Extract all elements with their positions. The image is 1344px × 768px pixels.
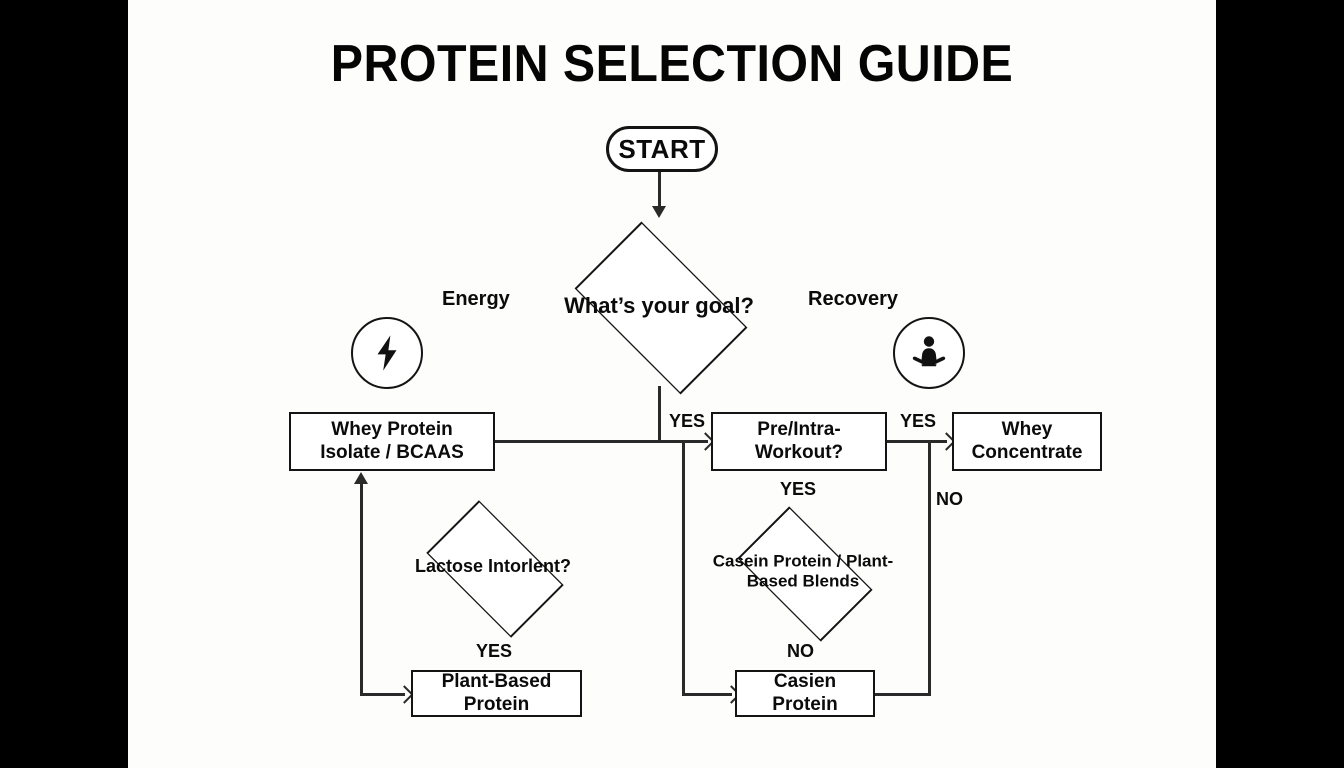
letterbox-left — [0, 0, 128, 768]
node-casien-protein[interactable]: Casien Protein — [735, 670, 875, 717]
node-lactose-intolerant[interactable]: Lactose Intorlent? — [390, 500, 596, 638]
node-pre-intra-workout-label: Pre/Intra-Workout? — [754, 419, 844, 463]
node-goal-shape — [574, 221, 748, 395]
connector-spine-left — [493, 440, 661, 443]
arrowhead-start-to-goal — [652, 206, 666, 218]
node-start-label: START — [618, 133, 706, 164]
connector-pre-to-concentrate — [887, 440, 947, 443]
connector-to-casien — [682, 693, 732, 696]
connector-goal-bottom — [658, 386, 661, 441]
letterbox-right — [1216, 0, 1344, 768]
node-start[interactable]: START — [606, 126, 718, 172]
connector-plantbased-loop-horizontal — [360, 693, 405, 696]
node-lactose-shape — [426, 500, 564, 638]
connector-no-branch-to-casien — [875, 693, 931, 696]
meditation-icon — [893, 317, 965, 389]
node-whey-protein-isolate[interactable]: Whey Protein Isolate / BCAAS — [289, 412, 495, 471]
branch-label-energy: Energy — [442, 288, 510, 310]
node-plant-based-protein[interactable]: Plant-Based Protein — [411, 670, 582, 717]
node-whey-protein-isolate-label: Whey Protein Isolate / BCAAS — [320, 419, 464, 463]
page-title: PROTEIN SELECTION GUIDE — [330, 35, 1014, 93]
edge-label-lactose-yes: YES — [476, 641, 513, 661]
node-whey-concentrate-label: Whey Concentrate — [971, 419, 1083, 463]
arrowhead-into-whey-isolate — [354, 472, 368, 484]
node-pre-intra-workout[interactable]: Pre/Intra-Workout? — [711, 412, 887, 471]
connector-plantbased-loop-vertical — [360, 483, 363, 693]
node-casein-plant-blends[interactable]: Casein Protein / Plant-Based Blends — [703, 506, 903, 642]
edge-label-casein-yes: YES — [780, 479, 817, 499]
node-casein-shape — [737, 506, 873, 642]
node-whey-concentrate[interactable]: Whey Concentrate — [952, 412, 1102, 471]
edge-label-concentrate-no: NO — [936, 489, 963, 509]
node-plant-based-protein-label: Plant-Based Protein — [441, 671, 552, 715]
lightning-bolt-icon — [351, 317, 423, 389]
edge-label-goal-yes: YES — [669, 411, 706, 431]
connector-start-to-goal — [658, 172, 661, 212]
node-goal[interactable]: What’s your goal? — [530, 221, 788, 395]
edge-label-concentrate-yes: YES — [900, 411, 937, 431]
flowchart-canvas: PROTEIN SELECTION GUIDE START — [128, 0, 1216, 768]
branch-label-recovery: Recovery — [808, 288, 899, 310]
node-casien-protein-label: Casien Protein — [772, 671, 838, 715]
connector-no-branch-down — [928, 440, 931, 693]
edge-label-casien-no: NO — [787, 641, 814, 661]
connector-junction-down — [682, 440, 685, 693]
